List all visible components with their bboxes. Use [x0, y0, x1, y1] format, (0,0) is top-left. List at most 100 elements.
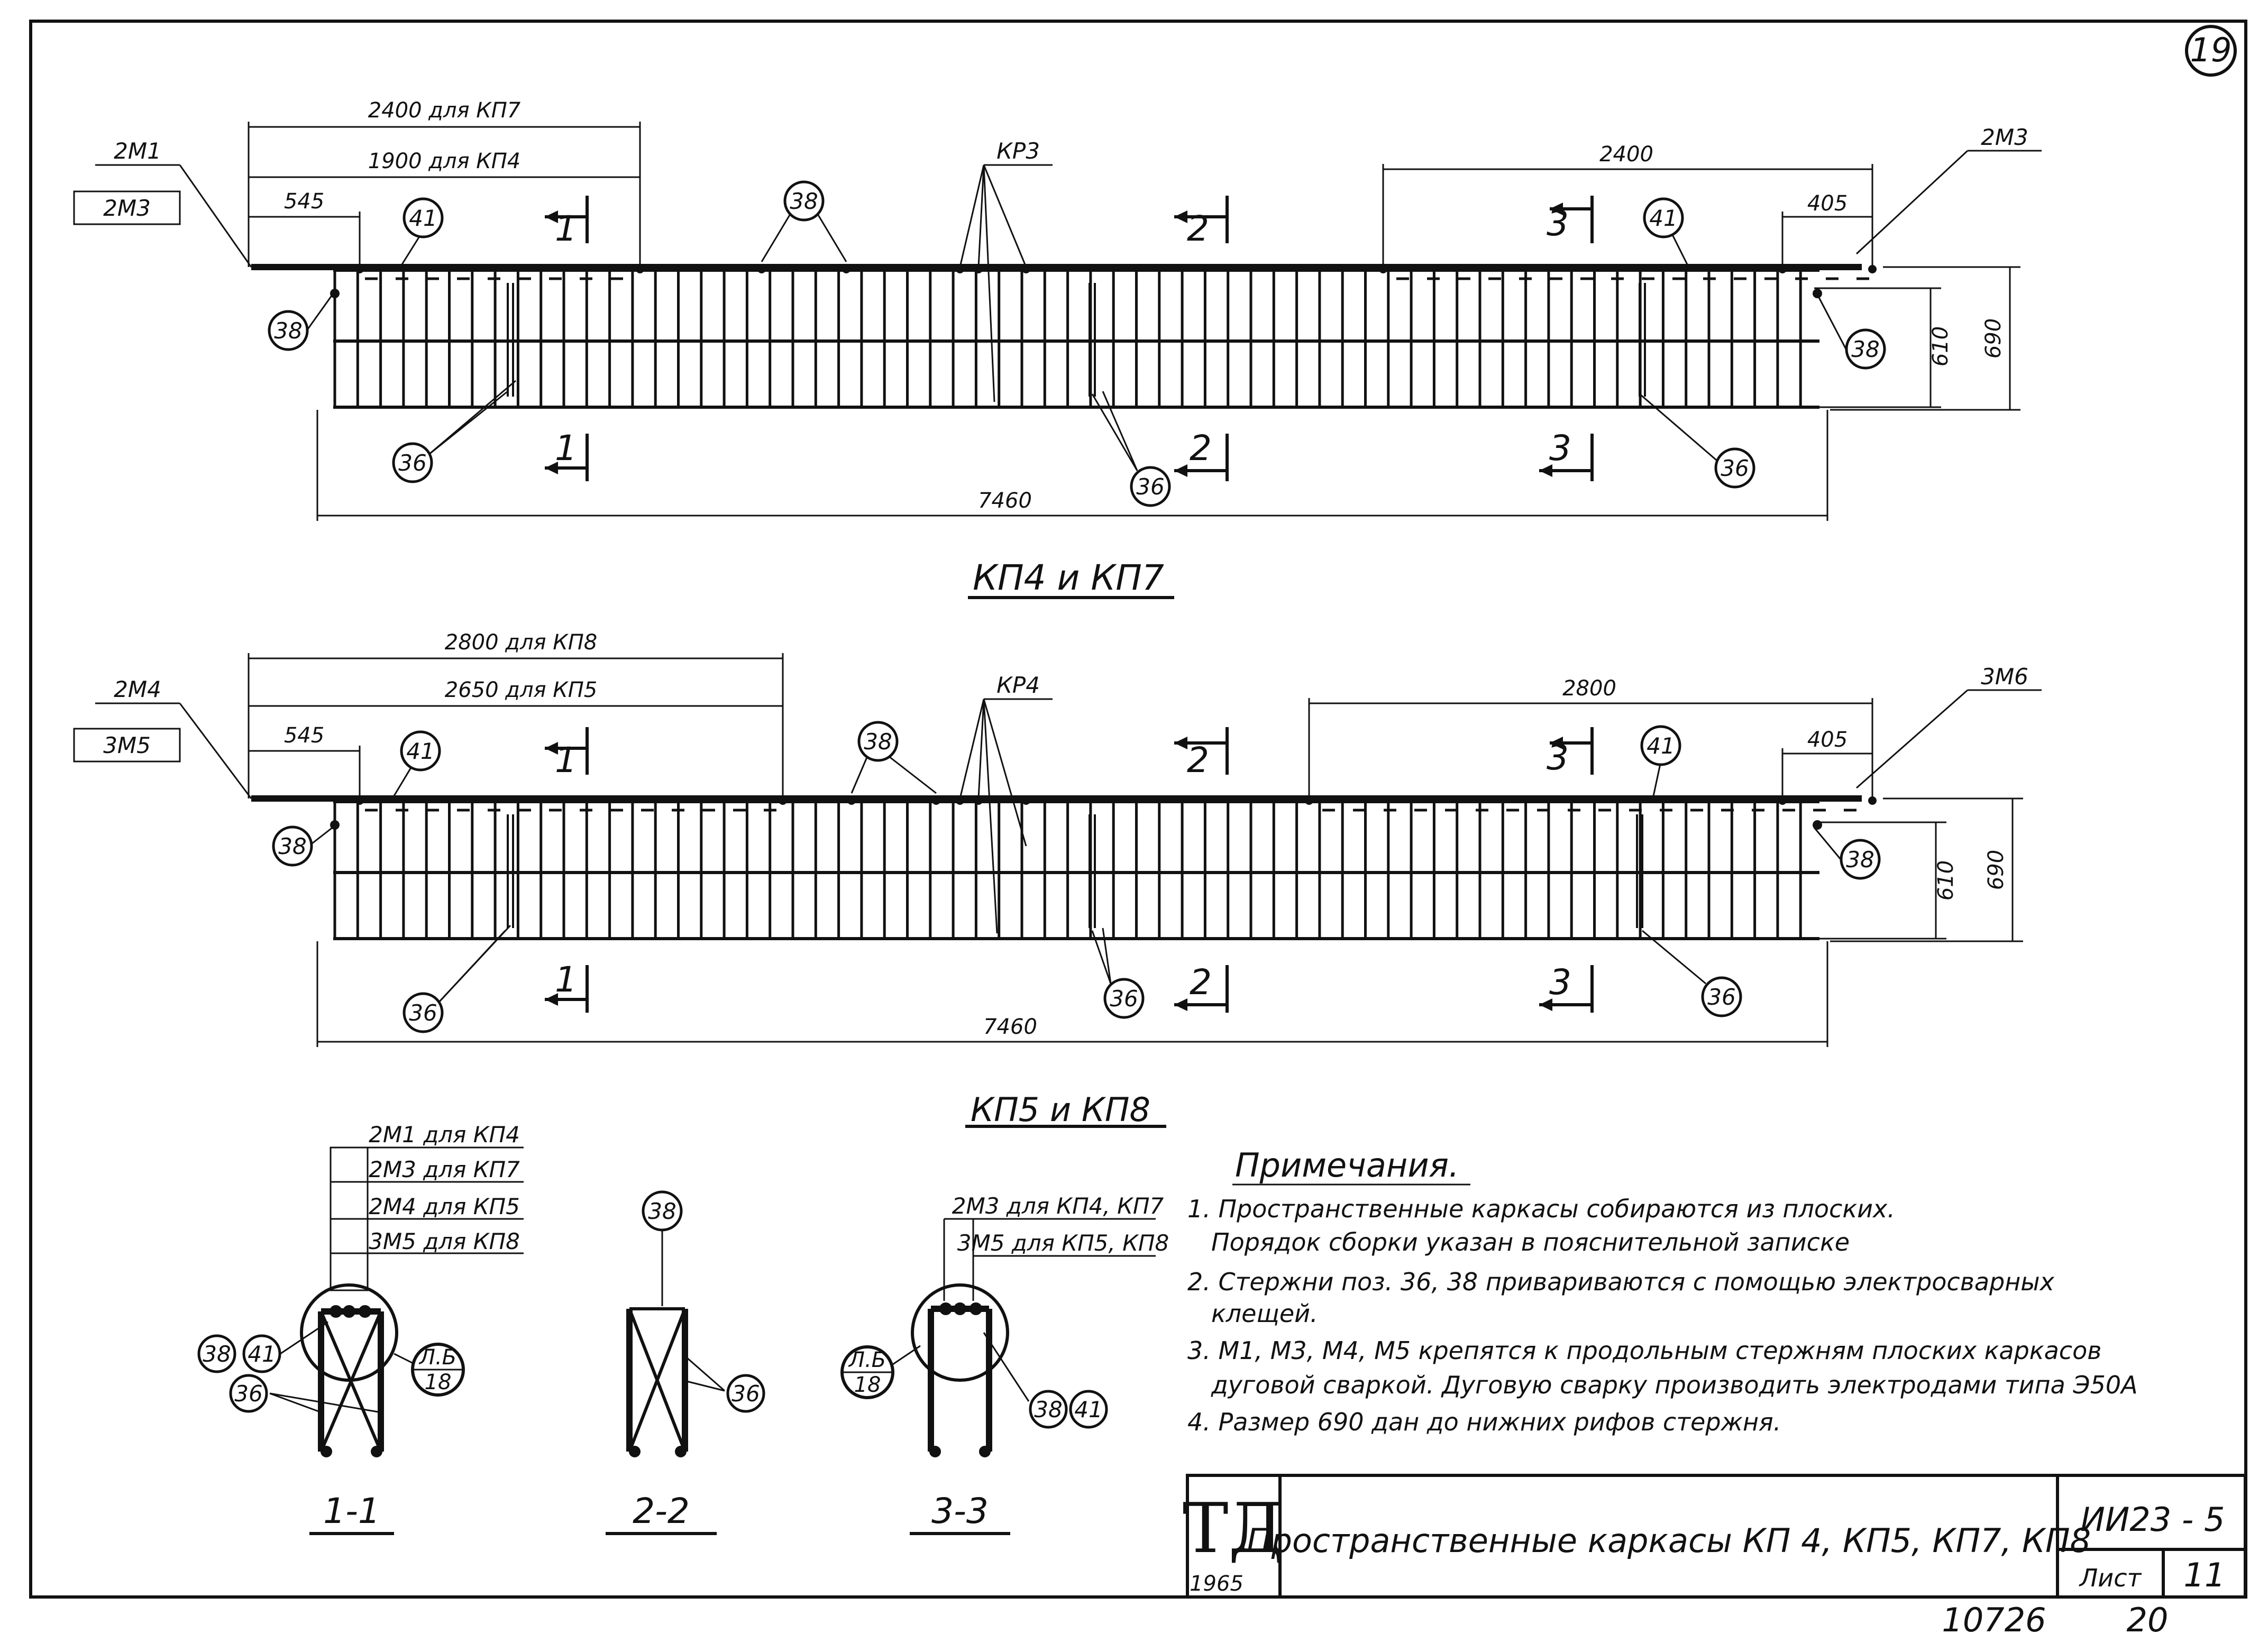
bottom-bubbles: 41 38 41 38 38 36 36 36	[272, 721, 1881, 1033]
s1-bubble-41: 41	[242, 1334, 281, 1373]
weld-point	[956, 796, 964, 805]
weld-point	[1868, 265, 1877, 273]
top-title: КП4 и КП7	[968, 557, 1174, 599]
svg-text:38: 38	[790, 188, 818, 214]
svg-text:36: 36	[731, 1381, 760, 1407]
svg-text:36: 36	[1721, 455, 1749, 481]
svg-text:2: 2	[1187, 208, 1209, 249]
note-1a: 1. Пространственные каркасы собираются и…	[1187, 1195, 1895, 1223]
section-marker-1-top-b: 1	[545, 727, 589, 781]
svg-text:1: 1	[555, 428, 577, 469]
weld-point	[974, 796, 983, 805]
svg-text:2: 2	[1187, 740, 1209, 781]
svg-text:Л.Б: Л.Б	[418, 1345, 456, 1370]
weld-point	[956, 265, 964, 273]
dim-610: 610	[1928, 326, 1953, 366]
bubble-38-left: 38	[268, 310, 309, 351]
bubble-36-mid-b: 36	[1103, 978, 1145, 1019]
svg-text:38: 38	[648, 1198, 676, 1224]
note-3b: дуговой сваркой. Дуговую сварку производ…	[1211, 1371, 2138, 1399]
note-3a: 3. М1, М3, М4, М5 крепятся к продольным …	[1187, 1336, 2101, 1365]
dim-2400-kp7: 2400 для КП7	[368, 98, 521, 123]
section-1-1: 2М1 для КП4 2М3 для КП7 2М4 для КП5 3М5 …	[197, 1122, 524, 1535]
bubble-38-right-b: 38	[1840, 839, 1881, 880]
s1-line-2: 2М3 для КП7	[369, 1156, 520, 1182]
svg-text:41: 41	[409, 205, 437, 231]
bottom-cage	[251, 795, 1877, 940]
bottom-dimensions: 2800 для КП8 2650 для КП5 545 2800 405 6…	[248, 630, 2023, 1047]
weld-point	[1022, 265, 1030, 273]
svg-text:36: 36	[234, 1381, 262, 1407]
s2-bubble-36: 36	[726, 1374, 765, 1413]
section-2-2: 38 36 2-2	[606, 1190, 765, 1535]
weld-point	[1379, 265, 1387, 273]
weld-point	[842, 265, 850, 273]
top-section-markers: 1 1 2 2	[545, 196, 1594, 481]
dim-545-bottom: 545	[284, 723, 324, 748]
section-marker-3-bottom-b: 3	[1539, 962, 1594, 1013]
weld-point	[1022, 796, 1030, 805]
weld-point	[757, 265, 766, 273]
mark-kr3: КР3	[996, 138, 1040, 164]
title-block: ТД 1965 Пространственные каркасы КП 4, К…	[1183, 1474, 2247, 1599]
top-view-title: КП4 и КП7	[973, 557, 1164, 598]
s3-line-1: 2М3 для КП4, КП7	[952, 1193, 1164, 1219]
title-year: 1965	[1190, 1572, 1243, 1596]
note-4: 4. Размер 690 дан до нижних рифов стержн…	[1187, 1408, 1781, 1436]
dim-2650-kp5: 2650 для КП5	[445, 678, 597, 702]
bubble-41-left-b: 41	[400, 730, 441, 772]
mark-2m3-left: 2М3	[103, 195, 151, 221]
section-marker-1-bottom-b: 1	[545, 959, 589, 1013]
s3-detail-ref: Л.Б 18	[840, 1345, 894, 1399]
s1-line-3: 2М4 для КП5	[369, 1194, 520, 1219]
svg-text:3: 3	[1547, 737, 1569, 778]
dim-2800-kp8: 2800 для КП8	[445, 630, 597, 655]
weld-point	[1305, 796, 1313, 805]
weld-point	[636, 265, 644, 273]
svg-text:1: 1	[555, 740, 577, 781]
dim-7460-bottom: 7460	[983, 1015, 1037, 1039]
note-1b: Порядок сборки указан в пояснительной за…	[1211, 1228, 1850, 1256]
note-2b: клещей.	[1211, 1299, 1318, 1328]
dim-690-bottom: 690	[1984, 850, 2008, 890]
dim-610-bottom: 610	[1934, 860, 1958, 901]
weld-point	[355, 796, 364, 805]
s1-bubble-38: 38	[197, 1334, 236, 1373]
title-text: Пространственные каркасы КП 4, КП5, КП7,…	[1247, 1521, 2091, 1560]
section-marker-2-bottom-b: 2	[1174, 962, 1229, 1013]
svg-text:36: 36	[1136, 474, 1164, 500]
svg-text:2: 2	[1190, 428, 1212, 469]
notes-title: Примечания.	[1235, 1146, 1459, 1185]
bottom-section-markers: 1 1 2 2	[545, 727, 1594, 1013]
svg-text:41: 41	[1649, 205, 1677, 231]
bubble-36-mid: 36	[1130, 466, 1171, 507]
svg-text:36: 36	[409, 1000, 437, 1026]
top-marks: 2М1 2М3 2М3 КР3	[73, 124, 2042, 402]
bottom-title: КП5 и КП8	[965, 1090, 1166, 1129]
section-marker-3-top: 3	[1547, 196, 1594, 244]
svg-text:38: 38	[1034, 1397, 1062, 1422]
bottom-marks: 2М4 3М5 3М6 КР4	[73, 664, 2042, 934]
mark-3m5-left: 3М5	[103, 732, 151, 758]
bubble-41-left: 41	[403, 197, 444, 238]
svg-text:36: 36	[1707, 984, 1735, 1010]
s1-line-4: 3М5 для КП8	[369, 1228, 520, 1254]
svg-text:38: 38	[1846, 847, 1874, 873]
footer-left: 10726	[1942, 1601, 2046, 1639]
dim-690: 690	[1981, 318, 2006, 359]
section-marker-2-top-b: 2	[1174, 727, 1229, 781]
svg-text:1: 1	[555, 208, 577, 249]
s1-bubble-36: 36	[229, 1374, 268, 1413]
svg-text:41: 41	[406, 738, 434, 764]
weld-point	[1868, 796, 1877, 805]
weld-point	[355, 265, 364, 273]
bubble-38-top-mid-b: 38	[857, 721, 899, 762]
section-marker-2-bottom: 2	[1174, 428, 1229, 481]
svg-text:18: 18	[425, 1370, 452, 1394]
s1-detail-ref: Л.Б 18	[411, 1343, 465, 1397]
section-marker-1-bottom: 1	[545, 428, 589, 481]
note-2a: 2. Стержни поз. 36, 38 привариваются с п…	[1187, 1268, 2055, 1296]
top-view: 2400 для КП7 1900 для КП4 545 2400 405 6…	[73, 98, 2042, 599]
notes: Примечания. 1. Пространственные каркасы …	[1187, 1146, 2138, 1436]
